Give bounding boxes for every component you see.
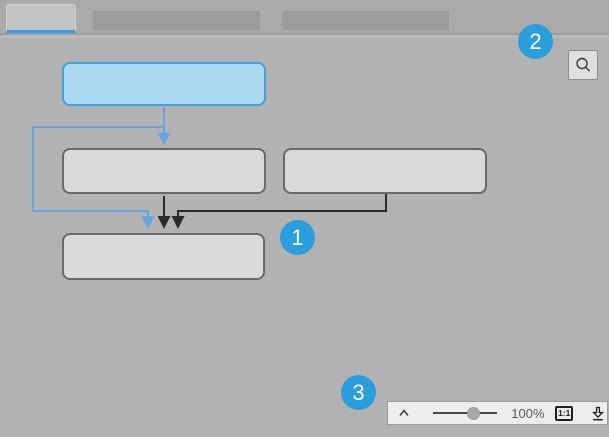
step-badge-1-number: 1 [291, 224, 304, 250]
zoom-slider[interactable] [432, 404, 497, 422]
tabbar-divider [0, 33, 609, 35]
download-icon [590, 405, 606, 422]
collapse-toolbar-button[interactable] [395, 404, 413, 422]
step-badge-1: 1 [280, 220, 315, 255]
step-badge-2-number: 2 [529, 28, 542, 54]
zoom-level-label: 100% [511, 405, 545, 421]
diagram-node-bottom[interactable] [62, 233, 265, 280]
magnifier-icon [573, 55, 593, 75]
zoom-slider-thumb[interactable] [466, 406, 480, 420]
tab-active[interactable] [6, 4, 76, 33]
step-badge-3: 3 [341, 375, 376, 410]
step-badge-2: 2 [518, 24, 553, 59]
arrowhead-black-2 [171, 216, 185, 229]
tab-placeholder-2[interactable] [93, 11, 260, 30]
tab-bar [0, 0, 609, 33]
chevron-up-icon [397, 407, 411, 419]
zoom-slider-track[interactable] [432, 412, 497, 414]
actual-size-icon-label: 1:1 [558, 407, 571, 418]
search-button[interactable] [568, 50, 598, 80]
tabbar-subdivider [0, 35, 609, 38]
zoom-toolbar: 100% 1:1 [387, 401, 608, 425]
arrowhead-black-1 [157, 216, 171, 229]
arrowhead-blue-1 [157, 133, 171, 145]
arrowhead-blue-2 [141, 216, 155, 229]
actual-size-button[interactable]: 1:1 [555, 405, 574, 421]
diagram-node-right[interactable] [283, 148, 487, 194]
step-badge-3-number: 3 [352, 379, 365, 405]
download-button[interactable] [589, 404, 607, 422]
tab-placeholder-3[interactable] [282, 11, 449, 30]
diagram-node-selected[interactable] [62, 62, 266, 106]
connector-right-to-bottom [177, 194, 387, 217]
diagram-node-left[interactable] [62, 148, 266, 194]
